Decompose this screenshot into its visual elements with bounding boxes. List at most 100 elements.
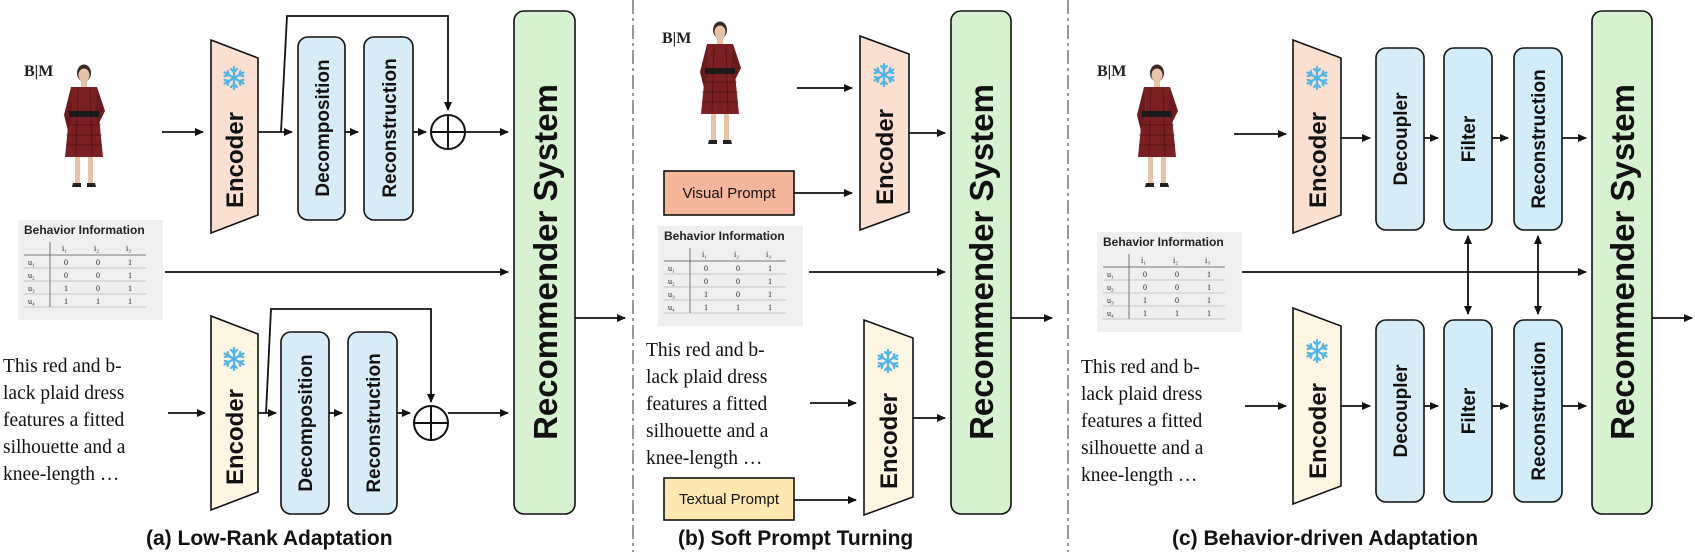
caption-a: (a) Low-Rank Adaptation — [146, 527, 393, 550]
decomposition-label: Decomposition — [313, 59, 334, 196]
description-line: lack plaid dress — [1081, 384, 1202, 405]
table-cell: u₃ — [1107, 296, 1114, 305]
table-cell: u₃ — [28, 284, 35, 293]
description-line: features a fitted — [646, 394, 768, 415]
table-cell: u₄ — [668, 303, 675, 312]
behavior-table-title: Behavior Information — [1103, 235, 1224, 249]
table-header-cell: i₁ — [702, 250, 707, 259]
table-cell: 1 — [704, 303, 708, 312]
decoupler-label: Decoupler — [1391, 364, 1412, 458]
item-description: This red and b- lack plaid dress feature… — [1081, 357, 1204, 486]
reconstruction-block — [347, 331, 398, 515]
table-cell: 0 — [1143, 283, 1147, 292]
description-line: knee-length … — [1081, 465, 1197, 486]
table-cell: u₁ — [668, 264, 675, 273]
table-header-cell: i₃ — [766, 250, 771, 259]
decoupler-block — [1375, 319, 1425, 503]
table-header-cell: i₃ — [126, 244, 131, 253]
table-cell: 1 — [128, 284, 132, 293]
model-photo — [1136, 64, 1179, 188]
text-encoder-label: Encoder — [876, 393, 903, 489]
table-cell: 1 — [768, 290, 772, 299]
text-encoder-label: Encoder — [222, 389, 249, 485]
table-cell: u₁ — [1107, 270, 1114, 279]
arrows-a — [162, 15, 626, 417]
item-description: This red and b- lack plaid dress feature… — [3, 356, 126, 485]
table-cell: 0 — [64, 271, 68, 280]
image-encoder — [859, 34, 910, 232]
model-photo — [63, 64, 106, 188]
table-header-cell: i₁ — [62, 244, 67, 253]
text-encoder — [210, 314, 259, 512]
text-encoder — [1292, 306, 1342, 506]
description-line: silhouette and a — [3, 437, 126, 458]
table-cell: 1 — [1143, 296, 1147, 305]
table-cell: 1 — [64, 284, 68, 293]
table-header-cell: i₃ — [1205, 256, 1210, 265]
table-cell: 1 — [64, 297, 68, 306]
description-line: features a fitted — [1081, 411, 1203, 432]
table-cell: 0 — [1175, 283, 1179, 292]
image-encoder — [1292, 38, 1342, 235]
recommender-system — [950, 10, 1012, 515]
image-encoder-label: Encoder — [1305, 112, 1332, 208]
text-encoder-label: Encoder — [1305, 383, 1332, 479]
logo: B|M — [24, 63, 53, 80]
recommender-system — [513, 10, 576, 515]
description-line: lack plaid dress — [3, 383, 124, 404]
decoupler-block — [1375, 47, 1425, 231]
reconstruction-label: Reconstruction — [380, 58, 401, 197]
arrows-b — [794, 84, 1053, 504]
table-cell: 0 — [1175, 270, 1179, 279]
table-cell: 0 — [736, 290, 740, 299]
table-cell: 0 — [96, 284, 100, 293]
filter-block — [1443, 319, 1493, 503]
table-cell: 0 — [736, 264, 740, 273]
filter-label: Filter — [1459, 387, 1480, 434]
decomposition-label: Decomposition — [296, 354, 317, 491]
circle-plus-icon — [430, 114, 466, 150]
table-cell: 1 — [1175, 309, 1179, 318]
table-cell: 0 — [96, 271, 100, 280]
reconstruction-block — [1513, 319, 1563, 503]
table-cell: 1 — [128, 258, 132, 267]
table-cell: u₂ — [668, 277, 675, 286]
description-line: knee-length … — [3, 464, 119, 485]
reconstruction-label: Reconstruction — [364, 353, 385, 492]
table-cell: 1 — [1207, 296, 1211, 305]
caption-c: (c) Behavior-driven Adaptation — [1172, 527, 1478, 550]
table-cell: u₃ — [668, 290, 675, 299]
table-cell: 1 — [96, 297, 100, 306]
reconstruction-block — [1513, 47, 1563, 231]
table-cell: u₁ — [28, 258, 35, 267]
image-encoder — [210, 38, 259, 235]
table-cell: 1 — [1207, 270, 1211, 279]
table-cell: 1 — [128, 297, 132, 306]
recommender-system — [1591, 10, 1653, 515]
table-cell: 0 — [96, 258, 100, 267]
text-encoder — [863, 318, 914, 517]
table-header-cell: i₂ — [94, 244, 99, 253]
description-line: This red and b- — [3, 356, 122, 377]
visual-prompt-label: Visual Prompt — [682, 185, 776, 202]
table-cell: 0 — [704, 264, 708, 273]
reconstruction-block — [363, 36, 414, 221]
description-line: This red and b- — [1081, 357, 1200, 378]
table-cell: 1 — [768, 264, 772, 273]
table-cell: 0 — [1143, 270, 1147, 279]
table-cell: 1 — [736, 303, 740, 312]
description-line: knee-length … — [646, 448, 762, 469]
table-header-cell: i₁ — [1141, 256, 1146, 265]
logo: B|M — [662, 30, 691, 47]
behavior-table-title: Behavior Information — [664, 229, 785, 243]
recommender-label: Recommender System — [1604, 84, 1641, 440]
table-cell: 1 — [704, 290, 708, 299]
table-cell: u₄ — [1107, 309, 1114, 318]
table-cell: 1 — [1207, 309, 1211, 318]
table-cell: 1 — [1207, 283, 1211, 292]
filter-label: Filter — [1459, 115, 1480, 162]
